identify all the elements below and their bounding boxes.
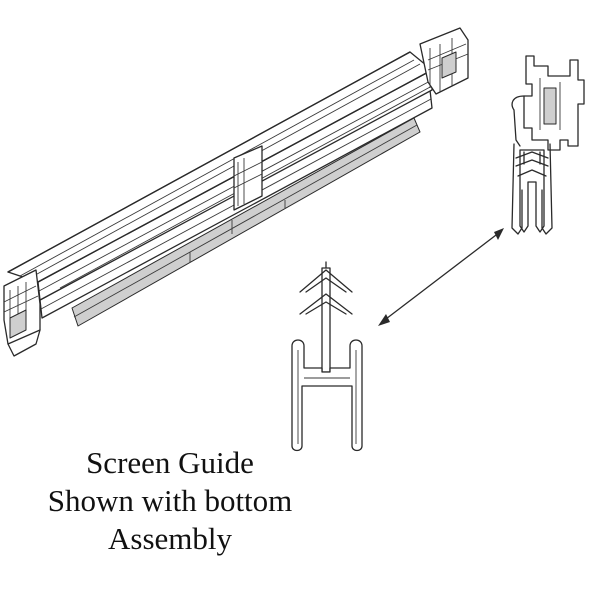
bottom-assembly-rail xyxy=(3,27,469,357)
diagram-caption: Screen Guide Shown with bottom Assembly xyxy=(20,444,320,558)
caption-line-3: Assembly xyxy=(108,521,232,556)
caption-line-1: Screen Guide xyxy=(86,445,254,480)
guide-in-assembly-profile xyxy=(511,55,585,235)
enlarged-guide-profile xyxy=(291,261,363,452)
caption-line-2: Shown with bottom xyxy=(47,483,293,518)
double-headed-arrow xyxy=(378,228,504,326)
